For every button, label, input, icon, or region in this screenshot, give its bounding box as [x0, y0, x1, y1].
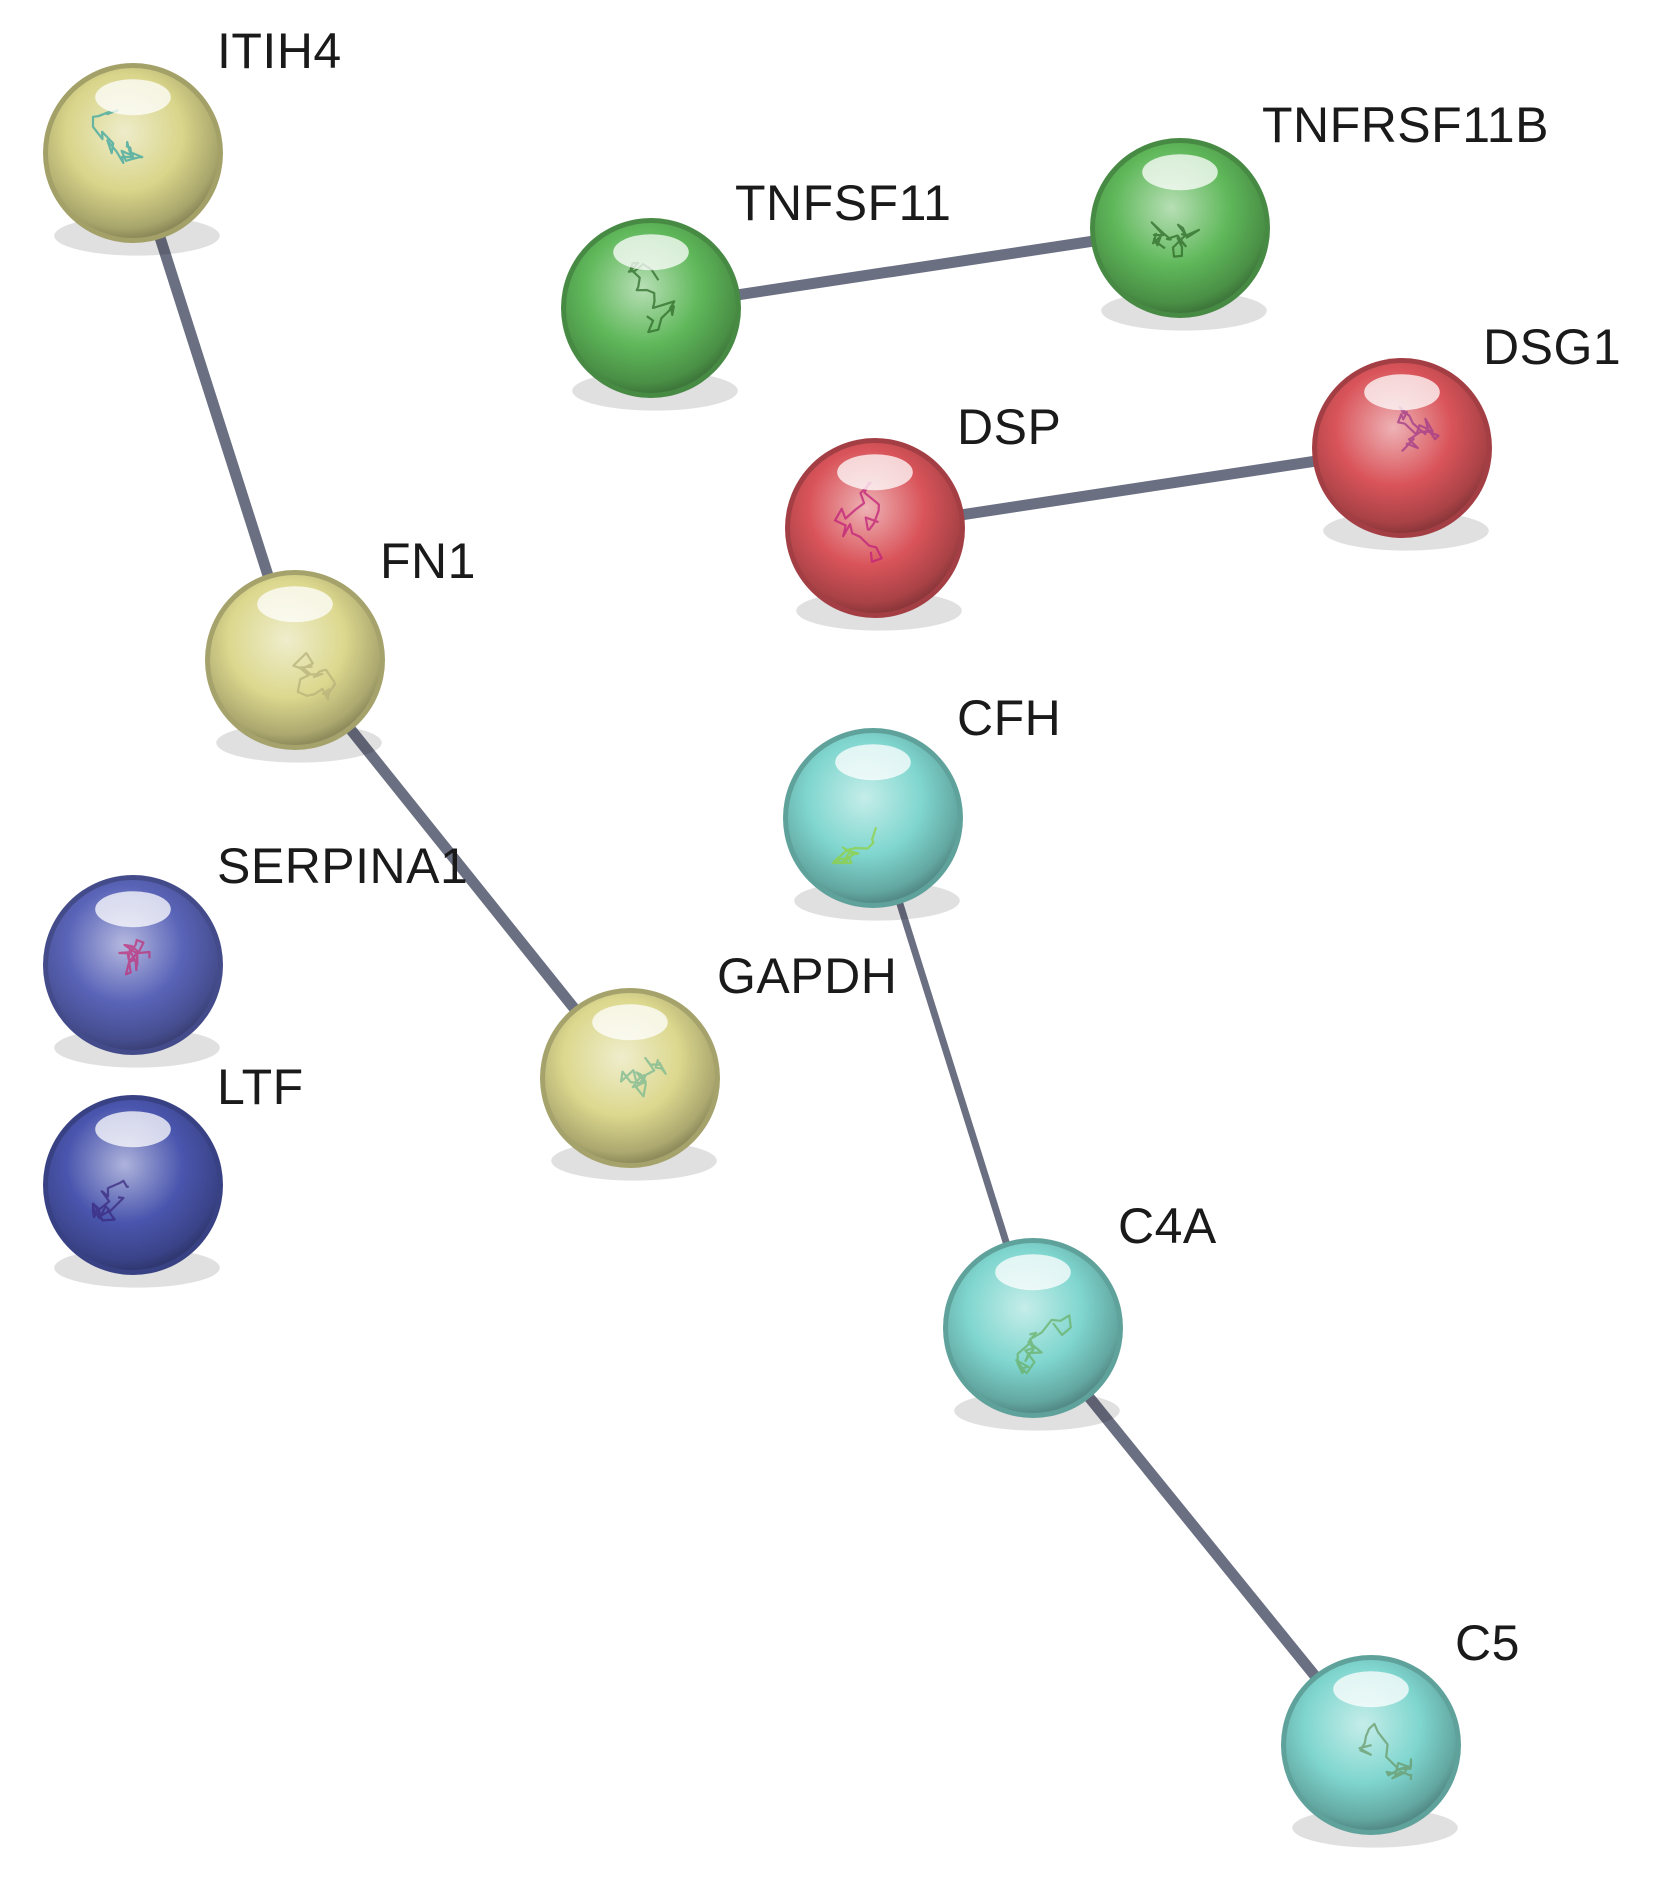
node-tnfrsf11b[interactable]: TNFRSF11B [1090, 97, 1549, 331]
protein-structure-icon [1358, 1722, 1413, 1780]
node-label-dsg1: DSG1 [1483, 319, 1621, 375]
node-serpina1[interactable]: SERPINA1 [43, 838, 468, 1068]
protein-structure-icon [118, 938, 151, 976]
node-cfh[interactable]: CFH [783, 690, 1061, 921]
node-sphere [210, 575, 380, 745]
node-sphere [790, 443, 960, 613]
node-sphere [48, 880, 218, 1050]
node-label-tnfrsf11b: TNFRSF11B [1262, 97, 1549, 153]
protein-structure-icon [1397, 406, 1440, 453]
node-highlight [837, 454, 913, 491]
node-label-serpina1: SERPINA1 [217, 838, 468, 894]
protein-structure-icon [292, 651, 337, 701]
node-label-gapdh: GAPDH [717, 948, 897, 1004]
protein-structure-icon [831, 826, 878, 865]
protein-structure-icon [91, 109, 144, 165]
protein-structure-icon [91, 1179, 129, 1222]
node-label-cfh: CFH [957, 690, 1061, 746]
node-label-fn1: FN1 [380, 533, 476, 589]
node-itih4[interactable]: ITIH4 [43, 23, 342, 256]
node-sphere [788, 733, 958, 903]
node-highlight [1364, 374, 1440, 411]
node-c5[interactable]: C5 [1281, 1615, 1520, 1848]
node-highlight [95, 891, 171, 928]
node-label-tnfsf11: TNFSF11 [735, 175, 952, 231]
node-label-dsp: DSP [957, 399, 1061, 455]
node-sphere [1317, 363, 1487, 533]
protein-structure-icon [627, 261, 676, 334]
node-highlight [995, 1254, 1071, 1291]
node-highlight [592, 1004, 668, 1041]
node-sphere [48, 1100, 218, 1270]
node-sphere [545, 993, 715, 1163]
node-highlight [257, 586, 333, 623]
node-dsg1[interactable]: DSG1 [1312, 319, 1621, 551]
protein-structure-icon [1150, 221, 1200, 258]
node-tnfsf11[interactable]: TNFSF11 [561, 175, 952, 411]
node-label-c5: C5 [1455, 1615, 1520, 1671]
node-highlight [1333, 1671, 1409, 1708]
node-ltf[interactable]: LTF [43, 1059, 304, 1288]
node-sphere [948, 1243, 1118, 1413]
node-c4a[interactable]: C4A [943, 1198, 1217, 1431]
node-label-c4a: C4A [1118, 1198, 1217, 1254]
node-gapdh[interactable]: GAPDH [540, 948, 897, 1181]
node-sphere [566, 223, 736, 393]
protein-structure-icon [833, 481, 883, 563]
node-highlight [835, 744, 911, 781]
protein-structure-icon [1015, 1314, 1072, 1375]
protein-structure-icon [620, 1056, 667, 1098]
node-highlight [95, 1111, 171, 1148]
node-highlight [1142, 154, 1218, 191]
node-highlight [613, 234, 689, 271]
node-highlight [95, 79, 171, 116]
node-label-itih4: ITIH4 [217, 23, 342, 79]
node-fn1[interactable]: FN1 [205, 533, 476, 763]
node-dsp[interactable]: DSP [785, 399, 1061, 631]
node-label-ltf: LTF [217, 1059, 304, 1115]
